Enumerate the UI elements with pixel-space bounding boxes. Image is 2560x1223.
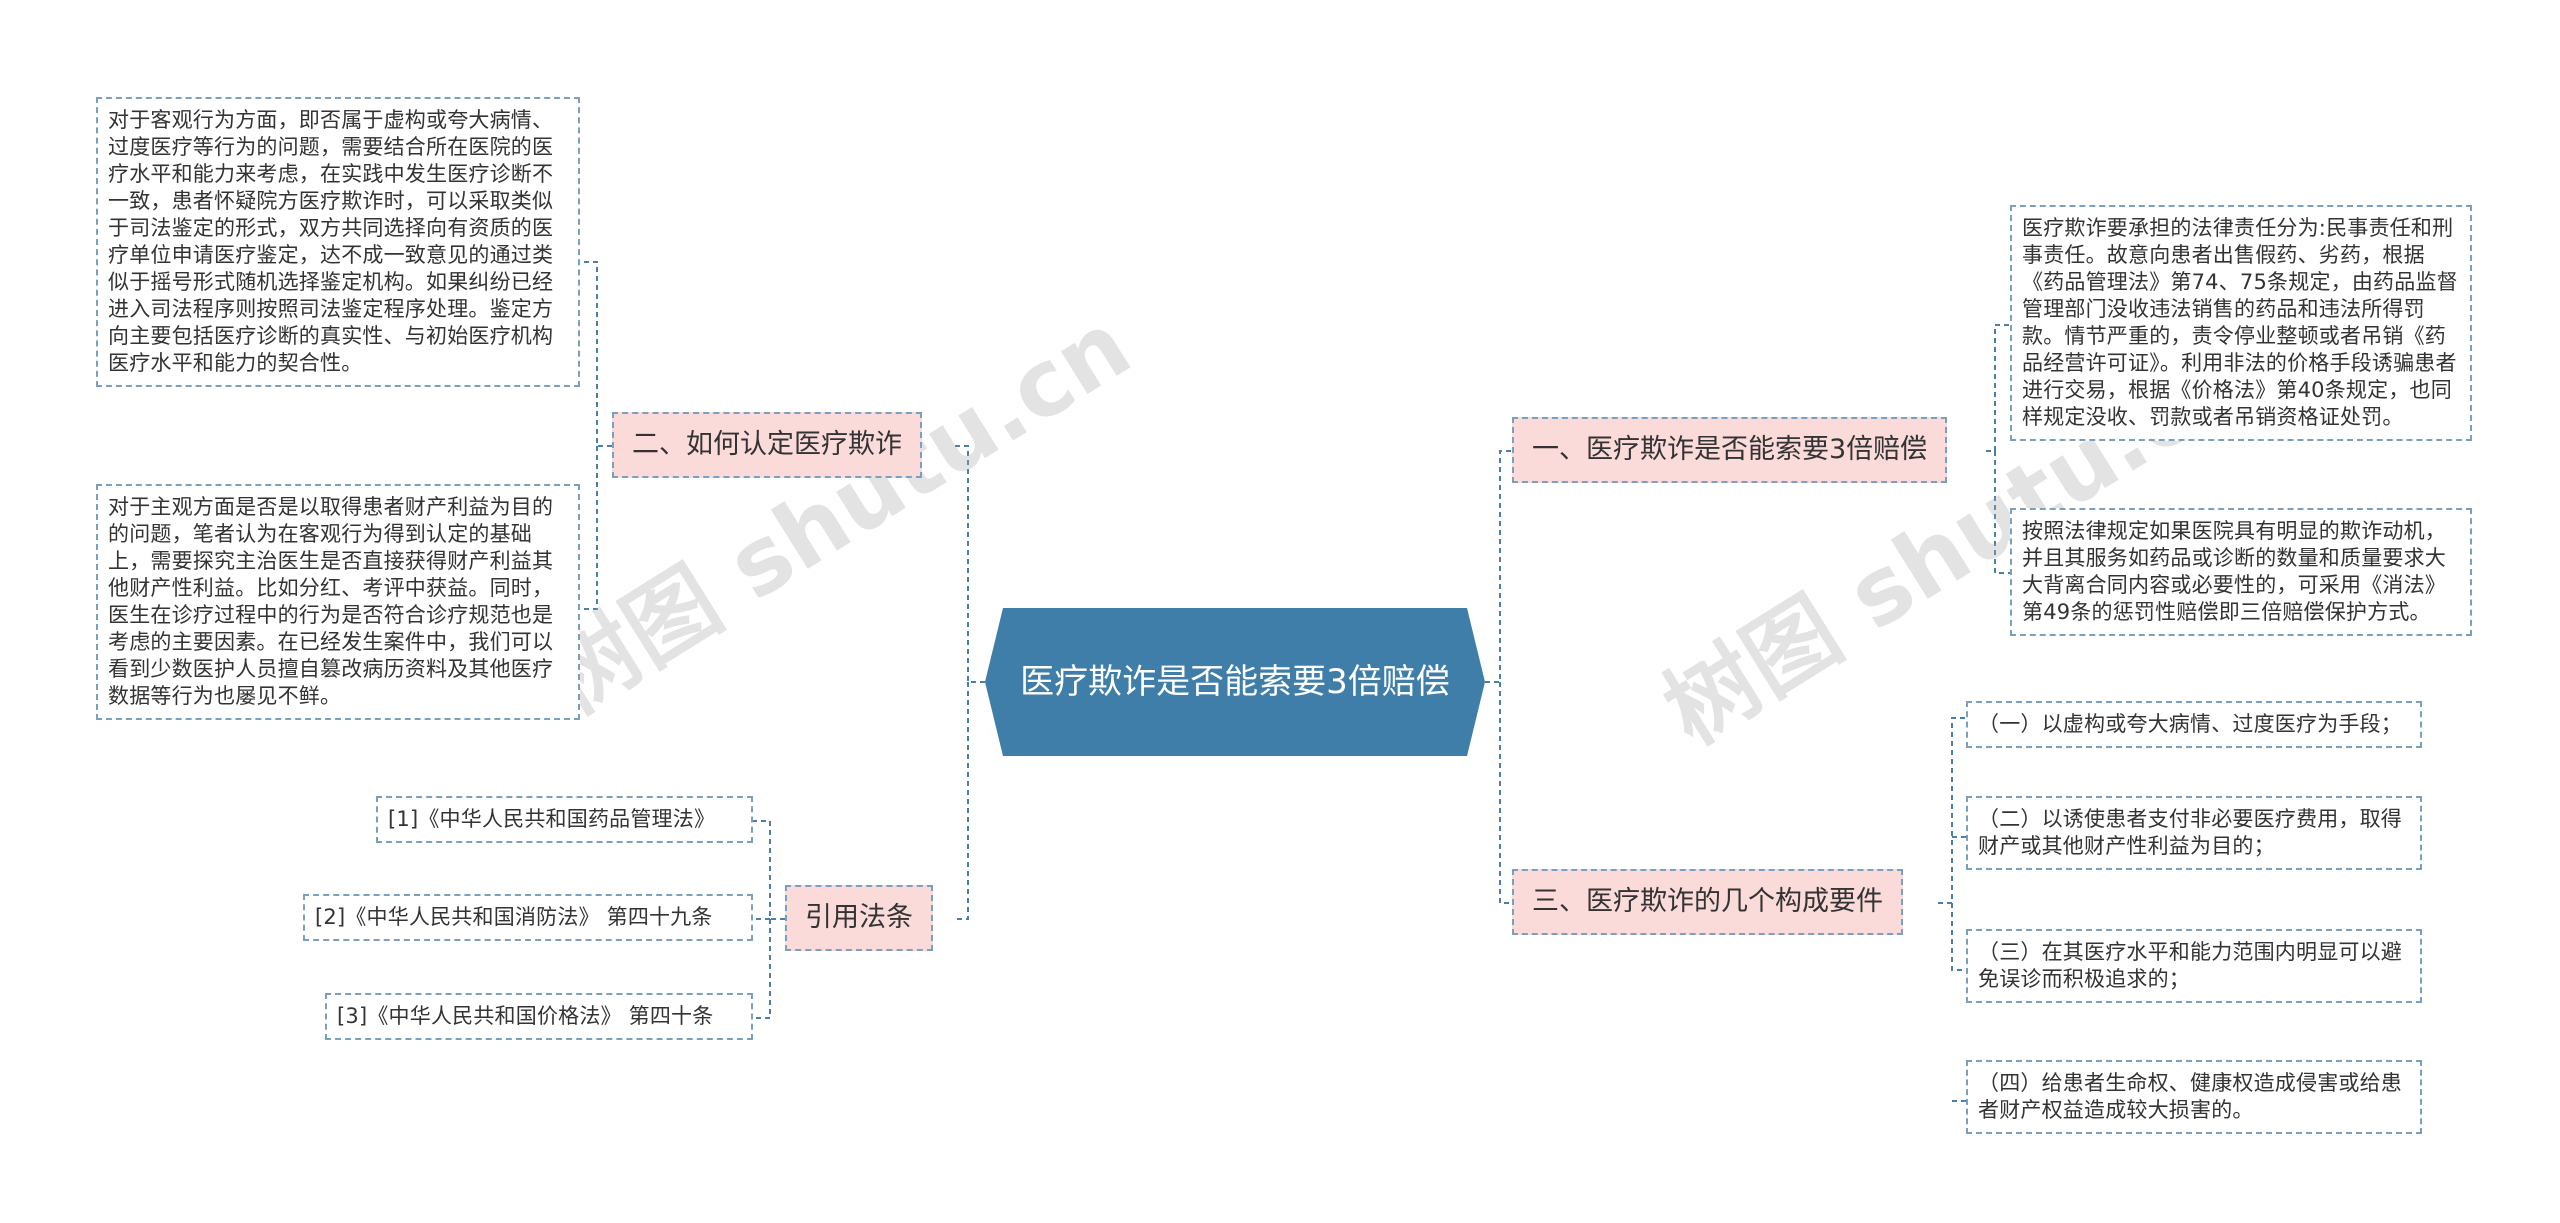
link-central-left2 [955,682,969,920]
branch-node-constituent-elements[interactable]: 三、医疗欺诈的几个构成要件 [1512,869,1903,935]
leaf-triple-compensation[interactable]: 按照法律规定如果医院具有明显的欺诈动机，并且其服务如药品或诊断的数量和质量要求大… [2010,508,2472,636]
leaf-cited-law-1[interactable]: [1]《中华人民共和国药品管理法》 [376,796,753,843]
link-right1-leaves [1986,324,2010,574]
branch-node-cited-laws[interactable]: 引用法条 [785,885,933,951]
link-right2-leaves [1938,717,1966,1102]
leaf-legal-liability[interactable]: 医疗欺诈要承担的法律责任分为:民事责任和刑事责任。故意向患者出售假药、劣药，根据… [2010,205,2472,441]
leaf-element-2[interactable]: （二）以诱使患者支付非必要医疗费用，取得财产或其他财产性利益为目的； [1966,796,2422,870]
leaf-element-3[interactable]: （三）在其医疗水平和能力范围内明显可以避免误诊而积极追求的； [1966,929,2422,1003]
branch-node-how-to-identify[interactable]: 二、如何认定医疗欺诈 [612,412,922,478]
link-central-left1 [955,445,985,683]
leaf-cited-law-3[interactable]: [3]《中华人民共和国价格法》 第四十条 [325,993,753,1040]
link-central-right2 [1499,682,1512,904]
leaf-subjective-aspect[interactable]: 对于主观方面是否是以取得患者财产利益为目的的问题，笔者认为在客观行为得到认定的基… [96,484,580,720]
leaf-objective-behavior[interactable]: 对于客观行为方面，即否属于虚构或夸大病情、过度医疗等行为的问题，需要结合所在医院… [96,97,580,387]
link-central-right1 [1485,450,1512,683]
central-topic[interactable]: 医疗欺诈是否能索要3倍赔偿 [985,608,1485,756]
leaf-element-4[interactable]: （四）给患者生命权、健康权造成侵害或给患者财产权益造成较大损害的。 [1966,1060,2422,1134]
leaf-element-1[interactable]: （一）以虚构或夸大病情、过度医疗为手段； [1966,701,2422,748]
link-left2-leaves [753,820,785,1019]
branch-node-can-claim-triple[interactable]: 一、医疗欺诈是否能索要3倍赔偿 [1512,417,1948,483]
leaf-cited-law-2[interactable]: [2]《中华人民共和国消防法》 第四十九条 [303,894,753,941]
link-left1-leaves [580,261,612,610]
